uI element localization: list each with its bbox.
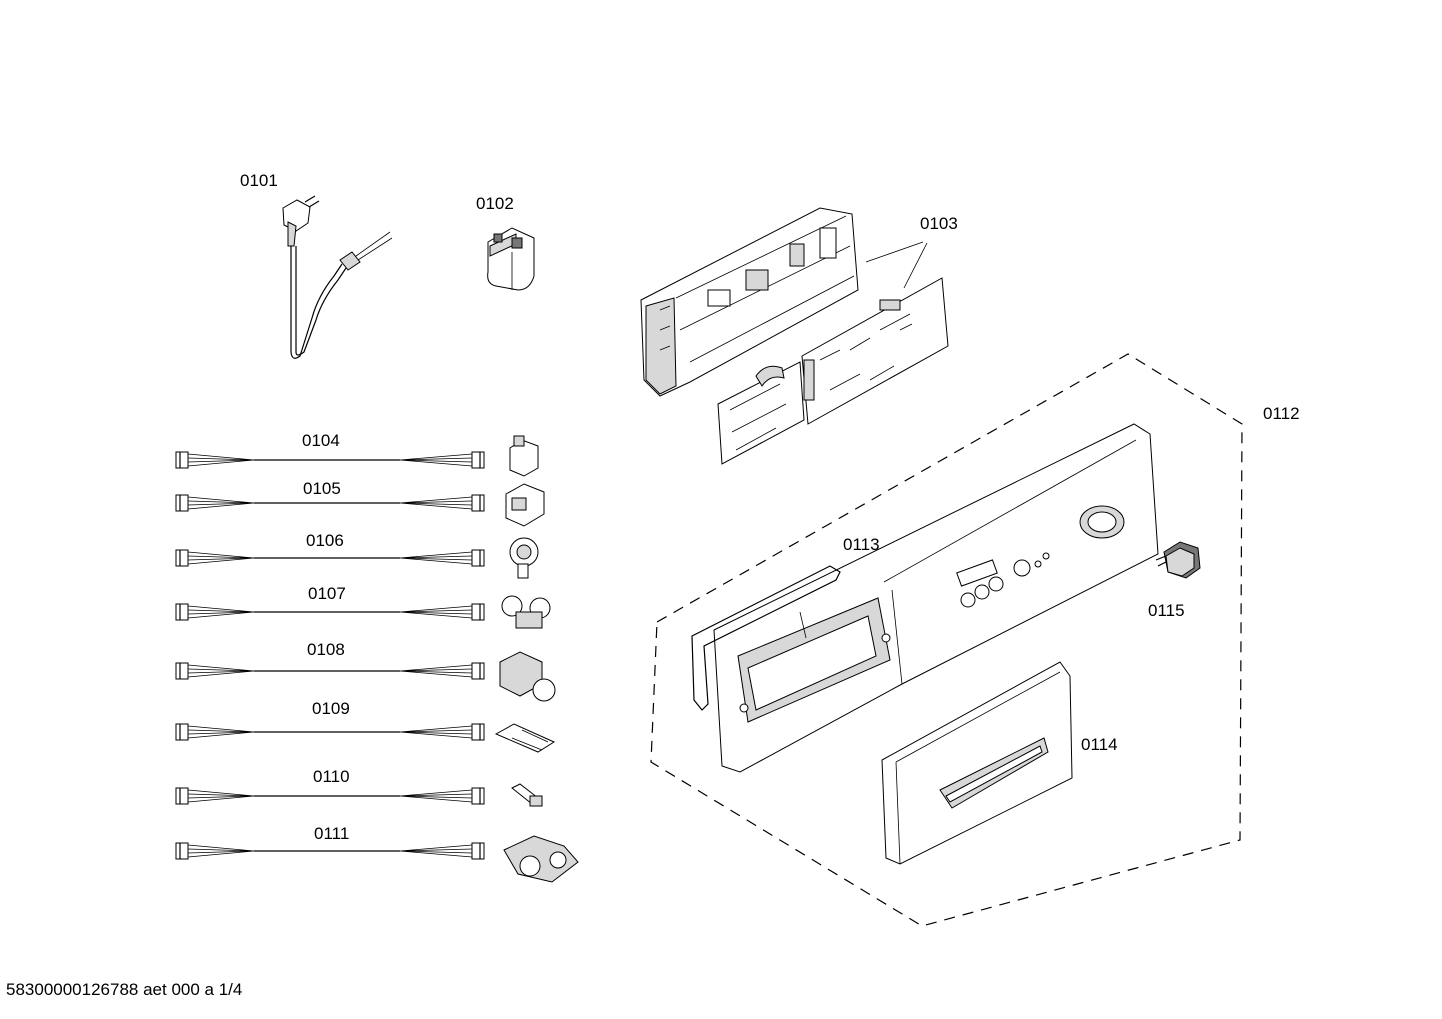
harness-row-0110 [175, 783, 543, 807]
label-0110: 0110 [313, 767, 350, 786]
label-0111: 0111 [314, 824, 349, 843]
label-0105: 0105 [303, 479, 341, 498]
label-0112: 0112 [1263, 404, 1300, 423]
label-0103: 0103 [920, 214, 958, 233]
part-0101-power-cord [282, 195, 393, 359]
label-0106: 0106 [306, 531, 344, 550]
harness-row-0104 [175, 435, 539, 477]
part-0103-control-unit [640, 207, 949, 465]
harness-row-0109 [175, 723, 556, 753]
harness-row-0105 [175, 483, 545, 527]
label-0109: 0109 [312, 699, 350, 718]
harness-row-0111 [175, 835, 579, 883]
part-0114-drawer-front [881, 661, 1073, 865]
label-0114: 0114 [1081, 735, 1118, 754]
harness-row-0108 [175, 651, 556, 702]
part-0102-filter [487, 227, 535, 291]
part-0112-assembly-outline [650, 353, 1243, 927]
label-0108: 0108 [307, 640, 345, 659]
part-0113-control-panel [691, 423, 1159, 773]
label-0107: 0107 [308, 584, 346, 603]
label-0101: 0101 [240, 171, 278, 190]
harness-row-0106 [175, 537, 539, 579]
part-0115-program-knob [1155, 541, 1201, 579]
label-0115: 0115 [1148, 601, 1185, 620]
label-0104: 0104 [302, 431, 340, 450]
drawing-reference-footer: 58300000126788 aet 000 a 1/4 [6, 980, 243, 999]
harness-row-0107 [175, 595, 551, 629]
label-0113: 0113 [843, 535, 880, 554]
label-0102: 0102 [476, 194, 514, 213]
